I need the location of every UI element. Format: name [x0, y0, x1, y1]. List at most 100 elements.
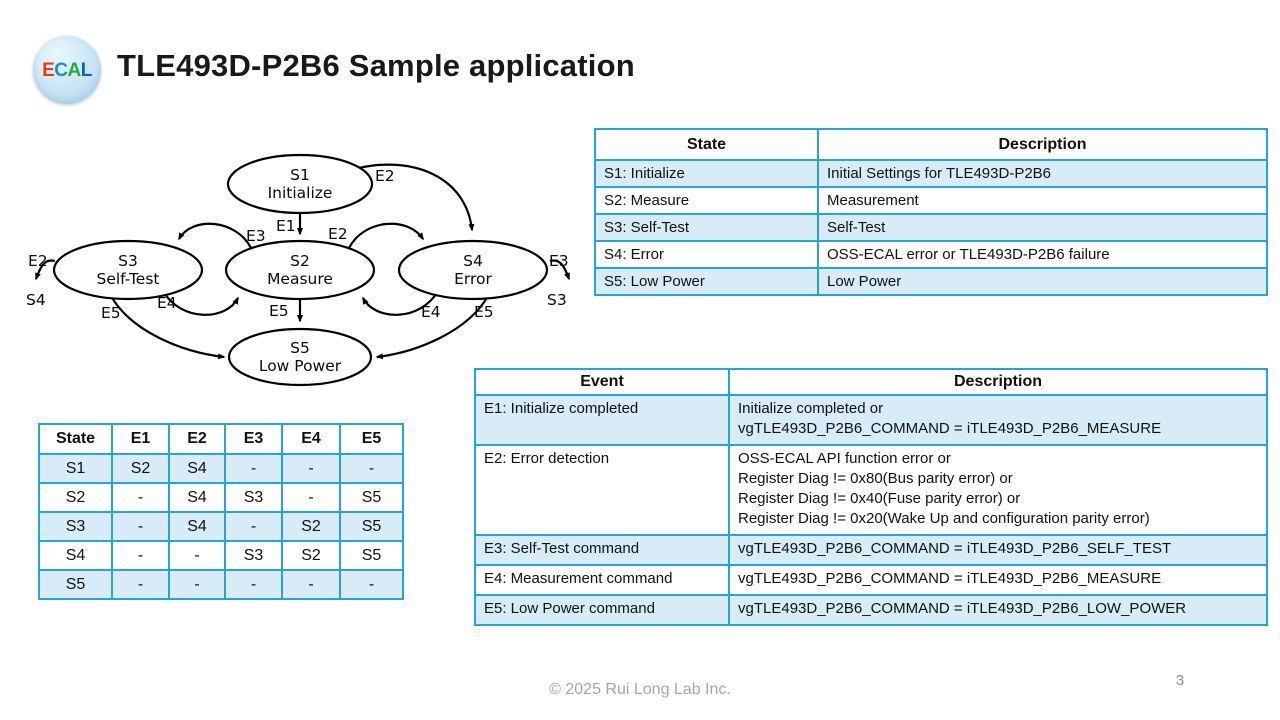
state-name: Low Power — [259, 357, 342, 375]
table-row: E5: Low Power command vgTLE493D_P2B6_COM… — [474, 594, 1268, 626]
edge-s3-s2 — [162, 290, 239, 316]
desc-cell: Measurement — [817, 186, 1268, 215]
desc-line: Initialize completed or — [738, 400, 884, 417]
state-cell: S4: Error — [594, 240, 819, 269]
edge-label-e1: E1 — [276, 217, 296, 235]
logo-letter: C — [54, 59, 68, 81]
logo-letter: A — [67, 59, 82, 81]
state-cell: S2: Measure — [594, 186, 819, 215]
desc-cell: OSS-ECAL API function error or Register … — [728, 444, 1268, 536]
transition-cell: - — [168, 569, 226, 600]
transition-cell: - — [111, 511, 170, 542]
desc-line: vgTLE493D_P2B6_COMMAND = iTLE493D_P2B6_M… — [738, 420, 1162, 437]
desc-line: vgTLE493D_P2B6_COMMAND = iTLE493D_P2B6_L… — [738, 600, 1187, 617]
desc-line: Register Diag != 0x80(Bus parity error) … — [738, 470, 1013, 487]
transition-cell: S5 — [339, 511, 404, 542]
table-row: S2 - S4 S3 - S5 — [38, 482, 404, 513]
desc-line: vgTLE493D_P2B6_COMMAND = iTLE493D_P2B6_S… — [738, 540, 1172, 557]
desc-cell: vgTLE493D_P2B6_COMMAND = iTLE493D_P2B6_L… — [728, 594, 1268, 626]
transition-cell: S3 — [224, 482, 283, 513]
event-cell: E2: Error detection — [474, 444, 730, 536]
desc-line: vgTLE493D_P2B6_COMMAND = iTLE493D_P2B6_M… — [738, 570, 1162, 587]
col-header: E3 — [224, 423, 283, 455]
transition-cell: S4 — [168, 482, 226, 513]
event-cell: E4: Measurement command — [474, 564, 730, 596]
table-row: S1: Initialize Initial Settings for TLE4… — [594, 159, 1268, 188]
table-row: S4 - - S3 S2 S5 — [38, 540, 404, 571]
table-row: S3 - S4 - S2 S5 — [38, 511, 404, 542]
table-row: S2: Measure Measurement — [594, 186, 1268, 215]
logo-letter: E — [42, 59, 55, 81]
event-cell: E3: Self-Test command — [474, 534, 730, 566]
col-header: E2 — [168, 423, 226, 455]
table-row: E1: Initialize completed Initialize comp… — [474, 394, 1268, 446]
edge-s3-exit — [34, 259, 56, 281]
state-cell: S1: Initialize — [594, 159, 819, 188]
edge-label-e3-s4-exit: E3 — [549, 252, 569, 270]
desc-cell: OSS-ECAL error or TLE493D-P2B6 failure — [817, 240, 1268, 269]
transition-cell: S4 — [168, 453, 226, 484]
desc-cell: Initialize completed or vgTLE493D_P2B6_C… — [728, 394, 1268, 446]
transition-cell: - — [224, 511, 283, 542]
desc-line: Register Diag != 0x20(Wake Up and config… — [738, 510, 1150, 527]
transition-cell: S2 — [281, 511, 341, 542]
table-row: S5 - - - - - — [38, 569, 404, 600]
transition-cell: S3 — [224, 540, 283, 571]
transition-cell: - — [168, 540, 226, 571]
state-name: Measure — [267, 270, 333, 288]
page-title: TLE493D-P2B6 Sample application — [117, 48, 635, 83]
edge-label-e2-s3-exit: E2 — [28, 252, 48, 270]
description-header: Description — [728, 368, 1268, 396]
state-node-s4: S4 Error — [397, 239, 549, 301]
transition-cell: - — [281, 482, 341, 513]
edge-s3-s5 — [110, 295, 226, 360]
state-name: Error — [454, 270, 492, 288]
transition-cell: S4 — [38, 540, 113, 571]
transition-cell: - — [281, 569, 341, 600]
state-header: State — [594, 128, 819, 161]
state-code: S5 — [290, 339, 310, 357]
state-node-s5: S5 Low Power — [227, 327, 373, 387]
table-header-row: State E1 E2 E3 E4 E5 — [38, 423, 404, 455]
transition-cell: S2 — [111, 453, 170, 484]
transition-cell: S5 — [38, 569, 113, 600]
col-header: E5 — [339, 423, 404, 455]
transition-cell: S4 — [168, 511, 226, 542]
edge-label-e5-s4-s5: E5 — [474, 303, 494, 321]
edge-s2-s4 — [348, 222, 424, 249]
desc-cell: Self-Test — [817, 213, 1268, 242]
edge-label-s4-target: S4 — [26, 291, 46, 309]
table-row: E3: Self-Test command vgTLE493D_P2B6_COM… — [474, 534, 1268, 566]
table-row: E4: Measurement command vgTLE493D_P2B6_C… — [474, 564, 1268, 596]
table-row: E2: Error detection OSS-ECAL API functio… — [474, 444, 1268, 536]
desc-cell: Low Power — [817, 267, 1268, 296]
edge-label-e4-s3-s2: E4 — [157, 294, 177, 312]
edge-s4-s5 — [375, 295, 489, 360]
col-header: E4 — [281, 423, 341, 455]
state-node-s1: S1 Initialize — [226, 153, 374, 215]
state-node-s2: S2 Measure — [224, 239, 376, 301]
desc-cell: Initial Settings for TLE493D-P2B6 — [817, 159, 1268, 188]
table-header-row: Event Description — [474, 368, 1268, 396]
state-code: S2 — [290, 252, 310, 270]
col-header: State — [38, 423, 113, 455]
event-cell: E1: Initialize completed — [474, 394, 730, 446]
state-name: Initialize — [268, 184, 333, 202]
logo-letter: L — [80, 59, 93, 81]
description-header: Description — [817, 128, 1268, 161]
transition-cell: S2 — [281, 540, 341, 571]
table-header-row: State Description — [594, 128, 1268, 161]
desc-line: Register Diag != 0x40(Fuse parity error)… — [738, 490, 1021, 507]
table-row: S5: Low Power Low Power — [594, 267, 1268, 296]
edge-label-e5-s2-s5: E5 — [269, 302, 289, 320]
edge-s2-s3 — [178, 222, 252, 249]
transition-cell: S2 — [38, 482, 113, 513]
edge-s4-s2 — [362, 290, 439, 316]
desc-line: OSS-ECAL API function error or — [738, 450, 951, 467]
event-cell: E5: Low Power command — [474, 594, 730, 626]
transition-cell: - — [111, 482, 170, 513]
edge-label-e5-s3-s5: E5 — [101, 304, 121, 322]
